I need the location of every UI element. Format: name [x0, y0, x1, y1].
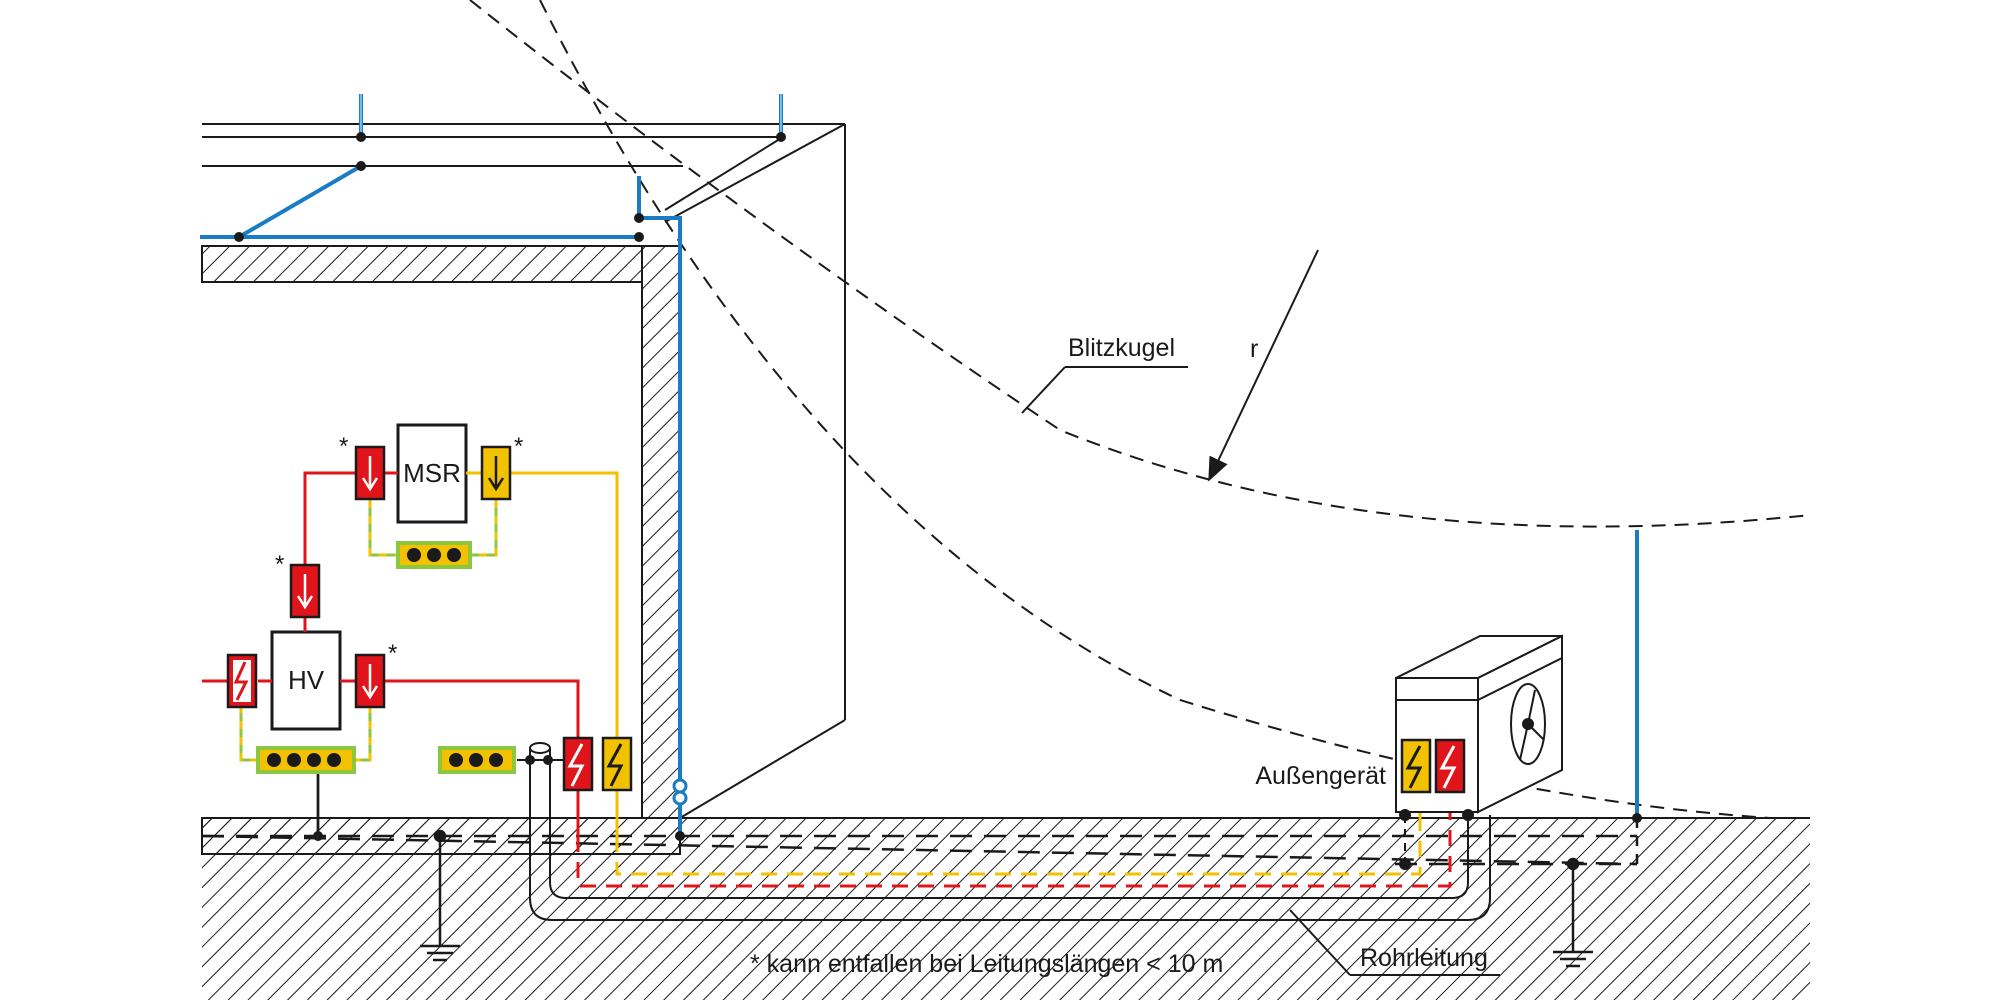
blitzkugel-callout: Blitzkugel [1021, 334, 1188, 414]
building [201, 123, 846, 855]
spd-hv-output [354, 653, 386, 709]
spd-entry-power [562, 736, 594, 792]
blitzkugel-label: Blitzkugel [1068, 334, 1175, 362]
earth-rod-left [420, 829, 460, 962]
spd-entry-signal [601, 736, 633, 792]
lightning-bolt-yellow-icon [606, 743, 624, 787]
msr-label: MSR [403, 458, 461, 488]
spd-hv-supply [289, 563, 321, 619]
rohrleitung-label: Rohrleitung [1360, 944, 1488, 972]
entry-junction-dots [525, 755, 553, 765]
hv-label: HV [288, 665, 325, 695]
lightning-bolt-red-icon [567, 743, 585, 787]
spd-hv-input [226, 653, 258, 709]
bonding-bar-hv [256, 746, 356, 774]
asterisk-hv-output: * [388, 640, 397, 667]
signal-line-underground [615, 815, 1422, 876]
bonding-bar-entry [438, 746, 516, 774]
msr-unit: MSR [396, 423, 468, 524]
rohrleitung-callout: Rohrleitung [1289, 909, 1500, 976]
junction-dots-top [234, 132, 1642, 841]
spd-outdoor-power [1434, 738, 1466, 794]
outdoor-unit-ground-links [1399, 809, 1474, 870]
spd-msr-signal [480, 445, 512, 501]
radius-label: r [1250, 335, 1258, 363]
lightning-protection-highlights [360, 94, 782, 137]
asterisk-hv-supply: * [275, 551, 284, 578]
radius-arrow [1208, 249, 1319, 482]
earth-rod-right [1553, 857, 1593, 968]
lightning-sphere-arcs [469, 0, 1811, 819]
footnote-note: * kann entfallen bei Leitungslängen < 10… [750, 950, 1223, 978]
spd-outdoor-signal [1400, 738, 1432, 794]
outdoor-unit [1395, 634, 1563, 814]
lightning-bolt-red-icon [233, 661, 249, 701]
test-joint [672, 778, 688, 806]
asterisk-msr-power: * [339, 433, 348, 460]
aussengeraet-label: Außengerät [1255, 762, 1386, 790]
hv-unit: HV [270, 630, 342, 731]
spd-msr-power [354, 445, 386, 501]
bonding-bar-msr [396, 541, 472, 569]
down-arrow-icon [487, 456, 505, 492]
down-arrow-icon [361, 456, 379, 492]
down-arrow-icon [296, 574, 314, 610]
asterisk-msr-signal: * [514, 433, 523, 460]
lightning-bolt-red-icon [1439, 745, 1457, 789]
pipe [529, 742, 1491, 921]
bonding-earth-dot [313, 831, 323, 841]
lightning-bolt-yellow-icon [1405, 745, 1423, 789]
down-arrow-icon [361, 664, 379, 700]
